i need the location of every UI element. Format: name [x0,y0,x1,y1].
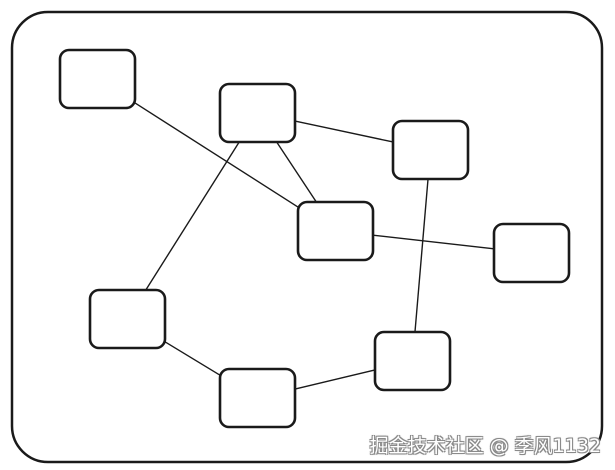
node-n3 [391,119,470,181]
node-n8 [373,330,452,392]
edge-n2-n3 [294,120,394,143]
edge-n2-n6 [145,141,240,291]
node-n5 [492,222,571,284]
edge-n4-n5 [372,234,495,250]
edges-layer [134,102,495,390]
edge-n3-n8 [414,178,429,333]
node-n2 [218,82,297,144]
edge-n6-n7 [164,341,221,376]
node-n4 [296,200,375,262]
edge-n7-n8 [294,369,376,390]
node-n1 [58,48,137,110]
node-n6 [88,288,167,350]
edge-n1-n4 [134,102,299,208]
nodes-layer [58,48,571,429]
edge-n2-n4 [276,141,317,203]
watermark: 掘金技术社区 @ 季风1132 [369,435,601,457]
node-n7 [218,367,297,429]
